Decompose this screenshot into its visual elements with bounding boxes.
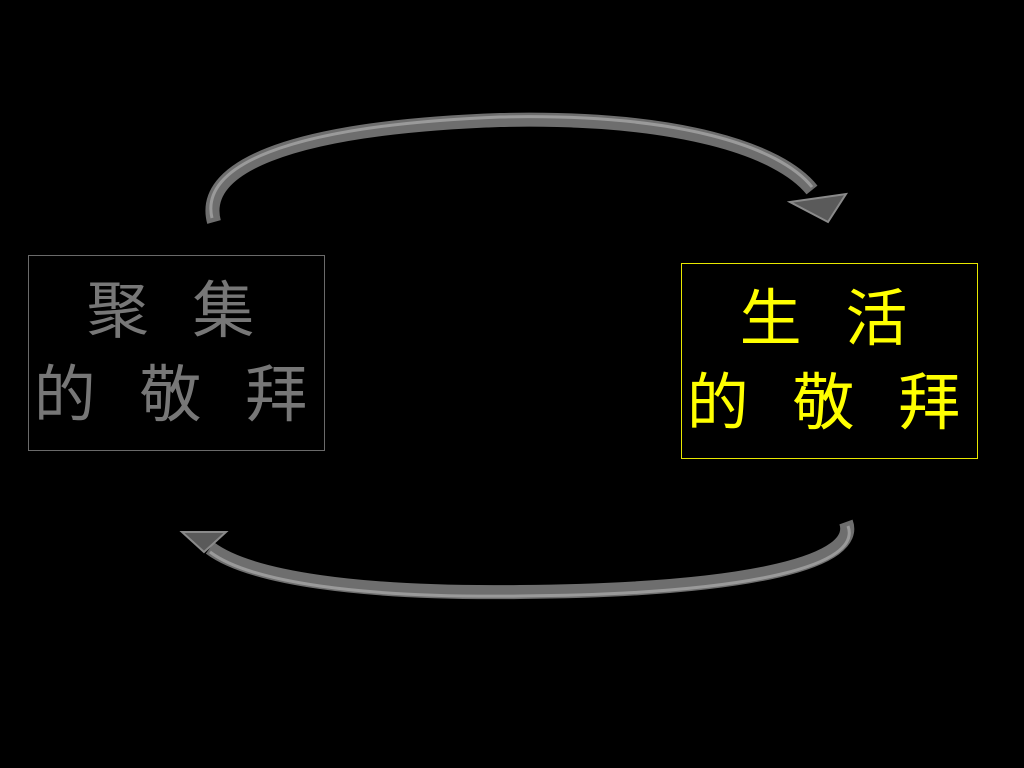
bottom-arc-arrowhead [179,531,229,554]
top-arc-arrowhead [786,192,849,224]
gathered-worship-line1: 聚 集 [86,274,267,347]
life-worship-box: 生 活 的 敬 拜 [681,263,978,459]
gathered-worship-box: 聚 集 的 敬 拜 [28,255,325,451]
top-arc-arrow-highlight [209,115,814,219]
bottom-arc-arrow-shaft [205,519,855,600]
bottom-arc-arrow-highlight [209,525,851,598]
top-arc-arrow-shaft [205,112,818,224]
life-worship-line2: 的 敬 拜 [686,366,973,439]
life-worship-line1: 生 活 [739,282,920,355]
gathered-worship-line2: 的 敬 拜 [33,358,320,431]
